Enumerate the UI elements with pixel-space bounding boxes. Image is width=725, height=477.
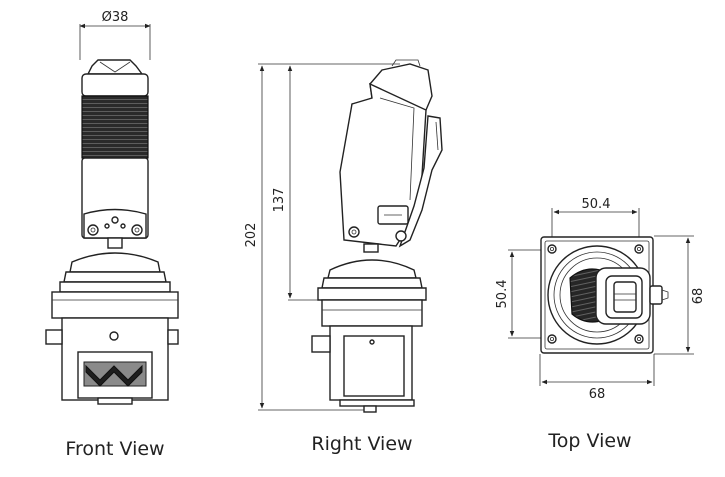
front-diameter-label: Ø38 xyxy=(102,10,129,25)
top-view: 50.4 50.4 68 68 xyxy=(495,197,706,452)
front-view: Ø38 xyxy=(45,10,179,460)
right-base xyxy=(311,299,423,413)
right-view: 202 137 xyxy=(244,59,443,455)
top-height-label: 68 xyxy=(691,288,706,305)
top-height-dimension: 68 xyxy=(654,235,706,355)
front-diameter-dimension: Ø38 xyxy=(79,10,151,60)
top-view-caption: Top View xyxy=(547,430,631,452)
right-overall-height-dimension: 202 xyxy=(244,63,400,411)
right-handle-height-dimension: 137 xyxy=(272,65,340,301)
handle-height-label: 137 xyxy=(272,188,287,213)
overall-height-label: 202 xyxy=(244,223,259,248)
hole-spacing-x-label: 50.4 xyxy=(582,197,611,212)
top-width-dimension: 68 xyxy=(539,354,655,402)
front-base xyxy=(45,291,179,405)
right-view-caption: Right View xyxy=(311,433,412,455)
hole-spacing-y-label: 50.4 xyxy=(495,280,510,309)
top-width-label: 68 xyxy=(589,387,606,402)
right-handle xyxy=(339,59,443,253)
right-boot xyxy=(317,259,427,301)
top-hole-spacing-x-dimension: 50.4 xyxy=(551,197,640,242)
top-grip xyxy=(569,267,669,325)
front-view-caption: Front View xyxy=(65,438,164,460)
front-boot xyxy=(59,237,171,293)
front-handle xyxy=(81,59,149,239)
